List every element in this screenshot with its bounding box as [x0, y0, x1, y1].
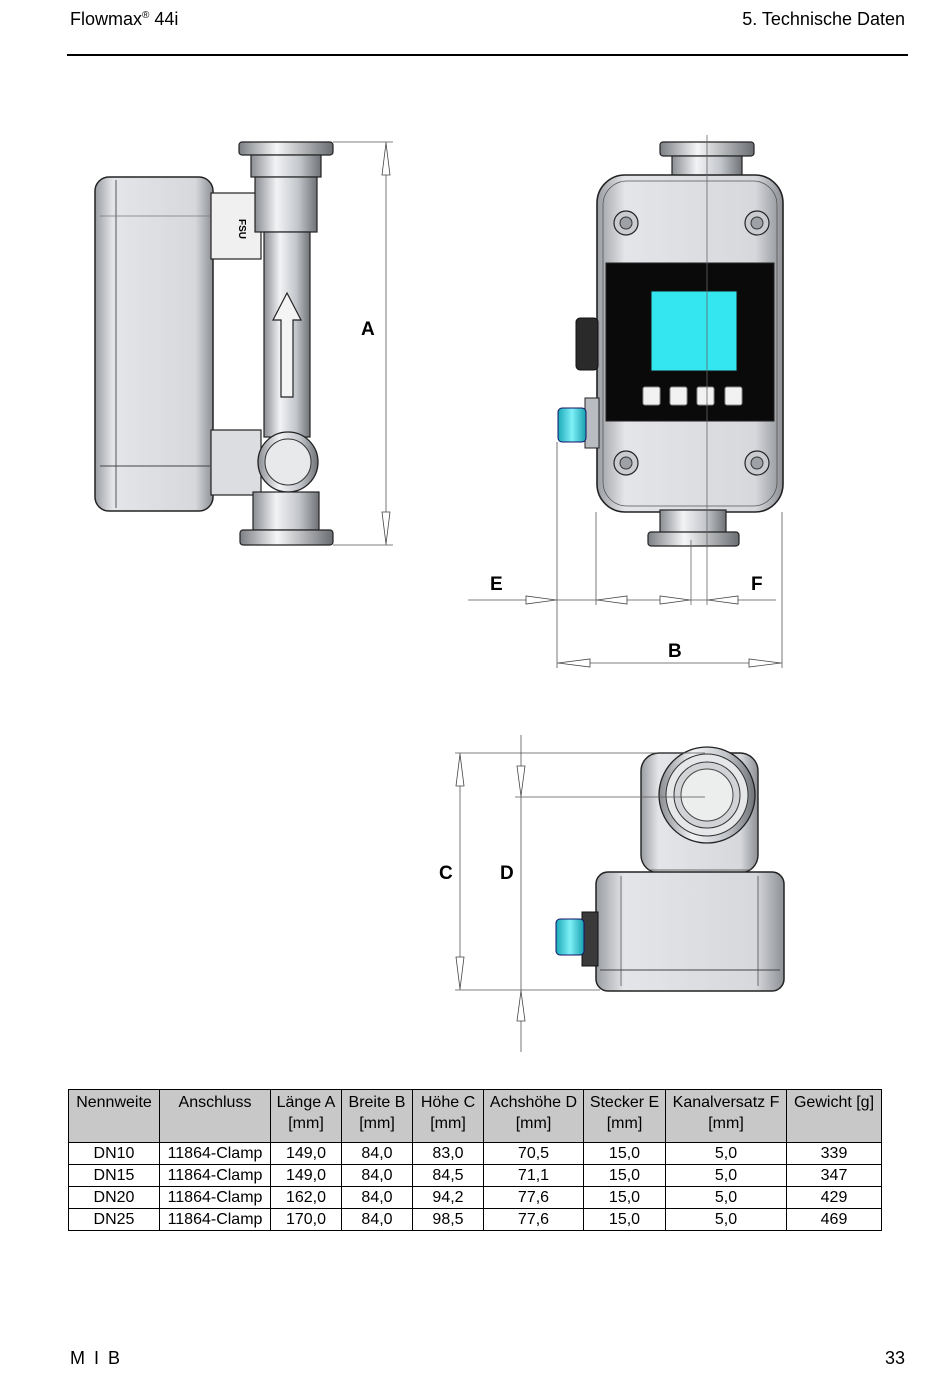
registered-mark: ®	[142, 10, 150, 21]
dimension-e-f-b: E F B	[468, 442, 783, 668]
header-divider	[67, 54, 908, 56]
table-header-row: Nennweite Anschluss Länge A[mm] Breite B…	[68, 1089, 882, 1143]
table-cell: 5,0	[665, 1164, 787, 1187]
table-cell: 5,0	[665, 1186, 787, 1209]
label-f: F	[751, 574, 763, 595]
table-cell: DN25	[68, 1208, 160, 1231]
product-name: Flowmax	[70, 9, 143, 29]
col-hoehe-c: Höhe C[mm]	[412, 1089, 484, 1143]
dimension-c-d: C D	[439, 735, 705, 1052]
table-cell: 469	[786, 1208, 882, 1231]
col-nennweite: Nennweite	[68, 1089, 160, 1143]
table-cell: 11864-Clamp	[159, 1142, 271, 1165]
table-cell: 347	[786, 1164, 882, 1187]
dimension-a: A	[333, 141, 393, 546]
flow-arrow-icon	[272, 291, 302, 398]
side-plug-black	[575, 317, 599, 371]
display-screen	[650, 290, 738, 372]
table-cell: DN15	[68, 1164, 160, 1187]
col-gewicht: Gewicht [g]	[786, 1089, 882, 1143]
model-name: 44i	[154, 9, 179, 29]
table-cell: 170,0	[270, 1208, 342, 1231]
table-cell: 162,0	[270, 1186, 342, 1209]
side-housing	[94, 176, 214, 512]
col-kanalversatz-f: Kanalversatz F[mm]	[665, 1089, 787, 1143]
table-row: DN20 11864-Clamp 162,0 84,0 94,2 77,6 15…	[68, 1186, 882, 1209]
table-cell: 15,0	[583, 1186, 666, 1209]
table-cell: 15,0	[583, 1142, 666, 1165]
table-cell: 11864-Clamp	[159, 1208, 271, 1231]
table-cell: 84,0	[341, 1142, 413, 1165]
col-stecker-e: Stecker E[mm]	[583, 1089, 666, 1143]
table-cell: 84,0	[341, 1208, 413, 1231]
section-title: 5. Technische Daten	[742, 9, 905, 29]
table-cell: DN10	[68, 1142, 160, 1165]
table-cell: 84,0	[341, 1186, 413, 1209]
table-cell: 11864-Clamp	[159, 1164, 271, 1187]
table-cell: 83,0	[412, 1142, 484, 1165]
table-cell: 70,5	[483, 1142, 584, 1165]
table-cell: 429	[786, 1186, 882, 1209]
table-row: DN25 11864-Clamp 170,0 84,0 98,5 77,6 15…	[68, 1208, 882, 1231]
screw-icon	[613, 210, 770, 476]
technical-drawing: FSU A	[94, 135, 785, 1052]
table-row: DN15 11864-Clamp 149,0 84,0 84,5 71,1 15…	[68, 1164, 882, 1187]
table-cell: DN20	[68, 1186, 160, 1209]
label-a: A	[361, 319, 375, 340]
table-cell: 15,0	[583, 1208, 666, 1231]
table-cell: 84,0	[341, 1164, 413, 1187]
table-cell: 71,1	[483, 1164, 584, 1187]
document-title: Flowmax® 44i	[70, 9, 178, 30]
side-view: FSU	[94, 141, 334, 546]
table-cell: 149,0	[270, 1142, 342, 1165]
keypad-buttons	[642, 386, 743, 406]
table-cell: 77,6	[483, 1208, 584, 1231]
table-cell: 77,6	[483, 1186, 584, 1209]
footer-company: M I B	[70, 1348, 123, 1368]
front-view	[557, 135, 784, 605]
end-connector-plug	[555, 918, 585, 956]
table-cell: 15,0	[583, 1164, 666, 1187]
end-view	[555, 746, 785, 992]
label-e: E	[490, 574, 503, 595]
table-cell: 339	[786, 1142, 882, 1165]
table-row: DN10 11864-Clamp 149,0 84,0 83,0 70,5 15…	[68, 1142, 882, 1165]
table-cell: 94,2	[412, 1186, 484, 1209]
table-cell: 149,0	[270, 1164, 342, 1187]
table-cell: 5,0	[665, 1208, 787, 1231]
table-cell: 98,5	[412, 1208, 484, 1231]
dimensions-table: Nennweite Anschluss Länge A[mm] Breite B…	[68, 1089, 882, 1231]
label-d: D	[500, 863, 514, 884]
connector-plug	[557, 407, 587, 443]
col-anschluss: Anschluss	[159, 1089, 271, 1143]
label-c: C	[439, 863, 453, 884]
page-number: 33	[884, 1348, 905, 1368]
table-cell: 84,5	[412, 1164, 484, 1187]
table-cell: 11864-Clamp	[159, 1186, 271, 1209]
label-b: B	[668, 641, 682, 662]
col-achshoehe-d: Achshöhe D[mm]	[483, 1089, 584, 1143]
end-housing	[595, 871, 785, 992]
col-breite-b: Breite B[mm]	[341, 1089, 413, 1143]
table-cell: 5,0	[665, 1142, 787, 1165]
col-laenge-a: Länge A[mm]	[270, 1089, 342, 1143]
side-marking: FSU	[236, 219, 247, 239]
